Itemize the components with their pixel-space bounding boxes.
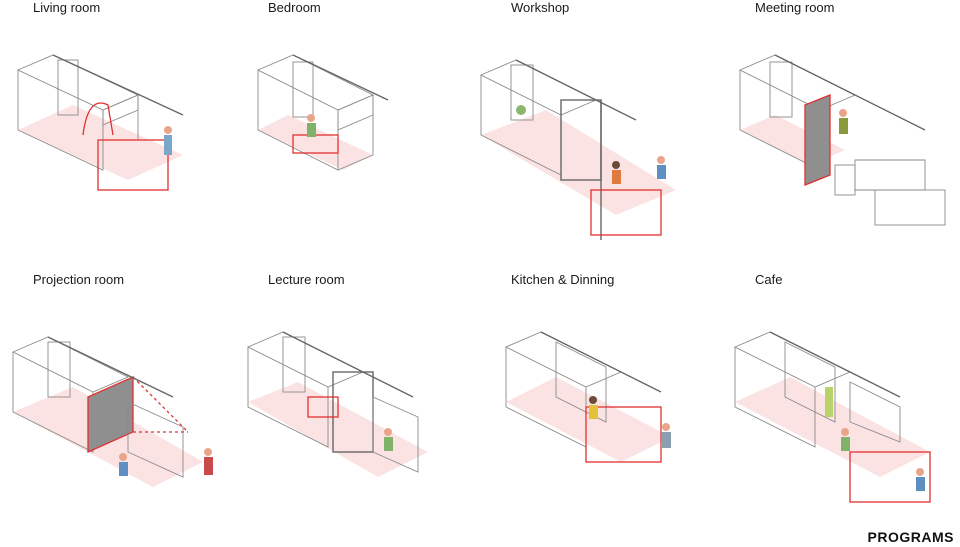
page-title: PROGRAMS	[867, 529, 954, 545]
person-icon	[307, 114, 315, 122]
person-icon	[164, 126, 172, 134]
person-icon	[589, 405, 598, 419]
person-icon	[916, 468, 924, 476]
person-icon	[384, 437, 393, 451]
panel-projection-room: Projection room	[11, 272, 263, 542]
panel-label: Cafe	[755, 272, 783, 287]
panel-label: Bedroom	[268, 0, 321, 15]
person-icon	[839, 109, 847, 117]
meeting-room-diagram	[738, 54, 946, 226]
panel-cafe: Cafe	[733, 272, 960, 542]
panel-label: Workshop	[511, 0, 570, 15]
person-icon	[916, 477, 925, 491]
person-icon	[841, 437, 850, 451]
person-icon	[662, 423, 670, 431]
panel-workshop: Workshop	[479, 0, 741, 270]
panel-kitchen-dinning: Kitchen & Dinning	[504, 272, 741, 542]
panel-label: Living room	[33, 0, 101, 15]
panel-bedroom: Bedroom	[256, 0, 498, 270]
lecture-room-diagram	[246, 331, 428, 477]
panel-meeting-room: Meeting room	[738, 0, 960, 270]
panel-label: Lecture room	[268, 272, 345, 287]
person-icon	[164, 135, 172, 155]
person-icon	[589, 396, 597, 404]
counter-icon	[825, 387, 833, 417]
workshop-diagram	[479, 59, 676, 240]
person-icon	[384, 428, 392, 436]
panel-living-room: Living room	[16, 0, 263, 270]
person-icon	[657, 165, 666, 179]
projection-room-diagram	[11, 336, 213, 487]
person-icon	[204, 448, 212, 456]
panel-lecture-room: Lecture room	[246, 272, 498, 542]
bedroom-diagram	[256, 54, 389, 171]
person-icon	[839, 118, 848, 134]
person-icon	[307, 123, 316, 137]
kitchen-dinning-diagram	[504, 331, 671, 463]
panel-label: Meeting room	[755, 0, 835, 15]
person-icon	[119, 462, 128, 476]
cafe-diagram	[733, 331, 931, 503]
person-icon	[119, 453, 127, 461]
panel-label: Kitchen & Dinning	[511, 272, 615, 287]
living-room-diagram	[16, 54, 184, 191]
panel-label: Projection room	[33, 272, 125, 287]
partition-wall	[804, 94, 831, 186]
plant-icon	[516, 105, 526, 115]
person-icon	[841, 428, 849, 436]
person-icon	[657, 156, 665, 164]
person-icon	[204, 457, 213, 475]
person-icon	[612, 170, 621, 184]
person-icon	[612, 161, 620, 169]
person-icon	[662, 432, 671, 448]
